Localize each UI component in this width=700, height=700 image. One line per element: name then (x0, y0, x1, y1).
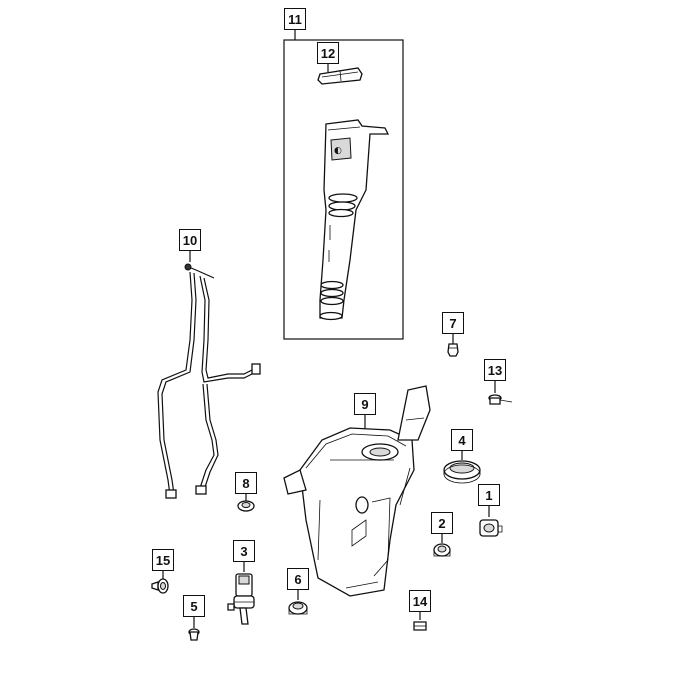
filler-neck-group-box (283, 39, 404, 340)
svg-text:◐: ◐ (334, 146, 342, 156)
level-sensor (479, 519, 503, 537)
callout-7: 7 (442, 312, 464, 334)
washer-reservoir (283, 385, 431, 597)
washer-pump (227, 573, 255, 625)
callout-2: 2 (431, 512, 453, 534)
callout-12: 12 (317, 42, 339, 64)
seal-grommet (433, 543, 451, 557)
bolt-13 (488, 394, 513, 405)
callout-11: 11 (284, 8, 306, 30)
filler-cap (317, 67, 363, 85)
bolt-14 (413, 621, 427, 631)
callout-5: 5 (183, 595, 205, 617)
filler-neck: ◐ (319, 119, 390, 321)
callout-3: 3 (233, 540, 255, 562)
washer-hose (157, 263, 261, 499)
leader-lines (162, 30, 496, 628)
callout-9: 9 (354, 393, 376, 415)
callout-10: 10 (179, 229, 201, 251)
pump-grommet (288, 601, 308, 615)
callout-14: 14 (409, 590, 431, 612)
grommet (443, 460, 481, 484)
push-pin-5 (188, 628, 200, 641)
push-pin (447, 343, 459, 357)
callout-8: 8 (235, 472, 257, 494)
callout-6: 6 (287, 568, 309, 590)
callout-15: 15 (152, 549, 174, 571)
callout-13: 13 (484, 359, 506, 381)
callout-1: 1 (478, 484, 500, 506)
grommet-small (237, 500, 255, 512)
screw-15 (151, 578, 169, 594)
callout-4: 4 (451, 429, 473, 451)
